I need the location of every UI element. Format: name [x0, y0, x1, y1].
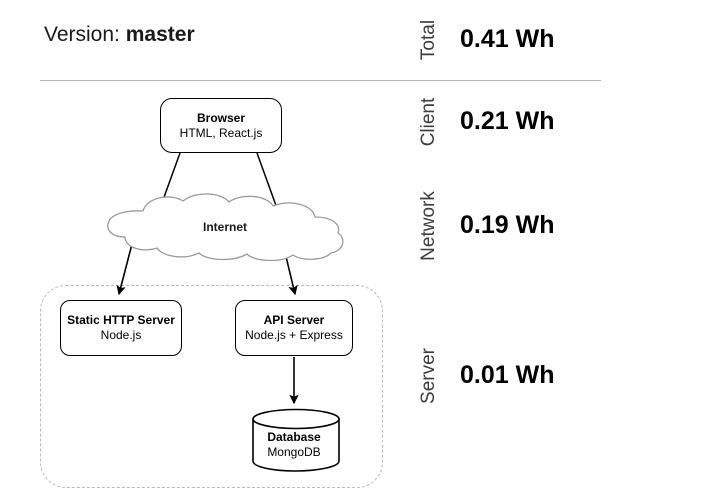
metric-value-server: 0.01 Wh	[460, 361, 555, 389]
database-label: Database MongoDB	[250, 430, 338, 460]
node-static-http-server[interactable]: Static HTTP Server Node.js	[60, 300, 182, 356]
node-database-title: Database	[267, 430, 321, 444]
version-value: master	[125, 23, 195, 46]
server-group-boundary	[40, 285, 383, 488]
node-api-server-title: API Server	[263, 313, 325, 327]
version-label: Version:	[44, 23, 120, 46]
page-title: Version: master	[44, 22, 195, 48]
node-static-http-server-subtitle: Node.js	[100, 328, 142, 342]
node-api-server[interactable]: API Server Node.js + Express	[235, 300, 353, 356]
node-browser[interactable]: Browser HTML, React.js	[160, 98, 282, 153]
node-static-http-server-title: Static HTTP Server	[67, 313, 175, 327]
metric-category-server: Server	[418, 348, 439, 404]
node-browser-subtitle: HTML, React.js	[179, 125, 263, 140]
architecture-diagram: Internet Browser HTML, React.js Static H…	[40, 98, 383, 488]
node-api-server-subtitle: Node.js + Express	[245, 328, 343, 342]
metric-value-total: 0.41 Wh	[460, 25, 555, 53]
metric-value-client: 0.21 Wh	[460, 107, 555, 135]
header-divider	[40, 80, 601, 81]
metric-category-network: Network	[418, 191, 439, 261]
database-cylinder-shape[interactable]	[250, 408, 342, 472]
node-database-subtitle: MongoDB	[267, 445, 321, 459]
metric-category-client: Client	[418, 97, 439, 147]
node-browser-title: Browser	[196, 110, 246, 125]
internet-cloud-shape	[107, 193, 344, 261]
metric-value-network: 0.19 Wh	[460, 211, 555, 239]
internet-label: Internet	[202, 220, 247, 234]
